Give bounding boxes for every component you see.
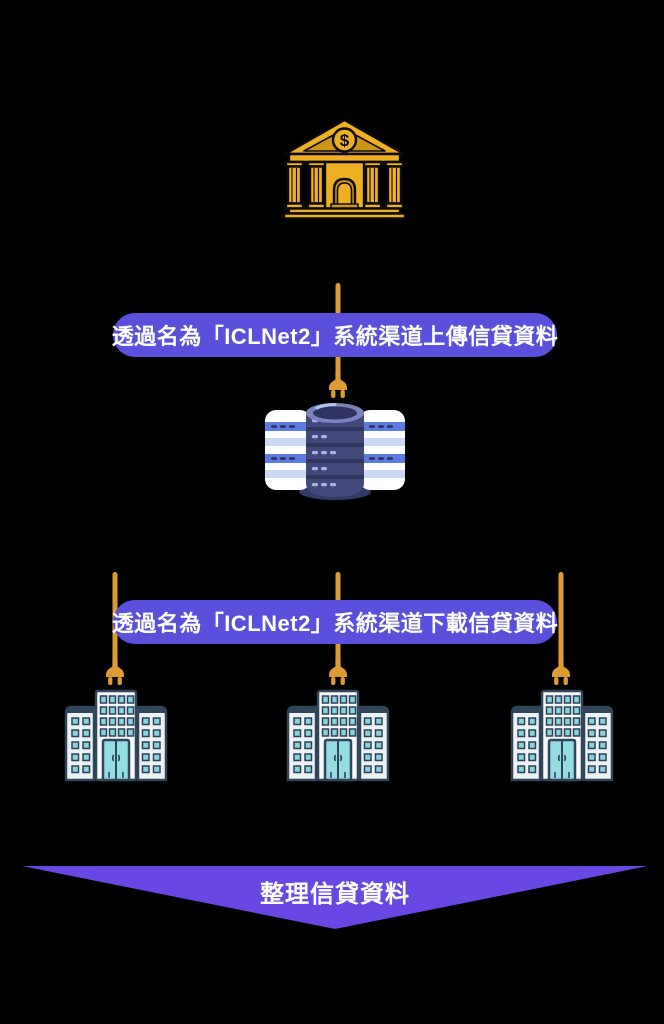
plug-connector-right bbox=[552, 572, 570, 685]
database-server-icon bbox=[265, 402, 405, 500]
bank-dollar-symbol: $ bbox=[340, 131, 350, 150]
bottom-arrow-label: 整理信貸資料 bbox=[113, 874, 557, 909]
download-banner: 透過名為「ICLNet2」系統渠道下載信貸資料 bbox=[111, 600, 559, 644]
building-icon-right bbox=[510, 689, 614, 782]
building-icon-left bbox=[64, 689, 168, 782]
bottom-arrow-shape bbox=[22, 866, 648, 929]
bank-icon: $ bbox=[282, 118, 407, 220]
building-icon-center bbox=[286, 689, 390, 782]
download-banner-text: 透過名為「ICLNet2」系統渠道下載信貸資料 bbox=[111, 611, 559, 636]
upload-banner-text: 透過名為「ICLNet2」系統渠道上傳信貸資料 bbox=[111, 324, 559, 349]
upload-banner: 透過名為「ICLNet2」系統渠道上傳信貸資料 bbox=[111, 313, 559, 357]
bottom-arrow-label-text: 整理信貸資料 bbox=[260, 881, 410, 908]
